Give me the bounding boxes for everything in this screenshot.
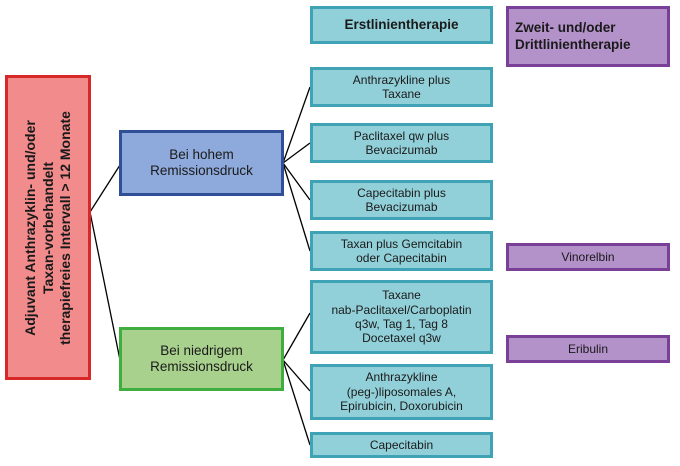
connector-low-2 [282, 359, 311, 392]
connector-high-4 [282, 162, 311, 252]
first-line-option: Taxan plus Gemcitabin oder Capecitabin [310, 231, 493, 271]
branch-high-remission-pressure: Bei hohem Remissionsdruck [119, 130, 284, 196]
header-first-line-therapy: Erstlinientherapie [310, 6, 493, 44]
second-line-option: Vinorelbin [506, 243, 670, 271]
connector-root-high [89, 164, 121, 213]
connector-high-3 [282, 162, 311, 201]
first-line-option: Capecitabin [310, 432, 493, 458]
first-line-option: Anthrazykline plus Taxane [310, 67, 493, 107]
connector-low-1 [282, 312, 311, 361]
connector-high-2 [282, 142, 311, 164]
first-line-option: Capecitabin plus Bevacizumab [310, 180, 493, 220]
root-node-label: Adjuvant Anthrazyklin- und/oder Taxan-vo… [21, 110, 73, 345]
second-line-option: Eribulin [506, 335, 670, 363]
connector-high-1 [282, 86, 311, 164]
connector-root-low [89, 211, 121, 361]
first-line-option: Paclitaxel qw plus Bevacizumab [310, 123, 493, 163]
first-line-option: Taxane nab-Paclitaxel/Carboplatin q3w, T… [310, 280, 493, 354]
root-node: Adjuvant Anthrazyklin- und/oder Taxan-vo… [5, 75, 91, 380]
branch-low-remission-pressure: Bei niedrigem Remissionsdruck [119, 327, 284, 391]
header-second-line-therapy: Zweit- und/oder Drittlinientherapie [506, 6, 670, 67]
connector-low-3 [282, 359, 311, 446]
first-line-option: Anthrazykline (peg-)liposomales A, Epiru… [310, 364, 493, 420]
